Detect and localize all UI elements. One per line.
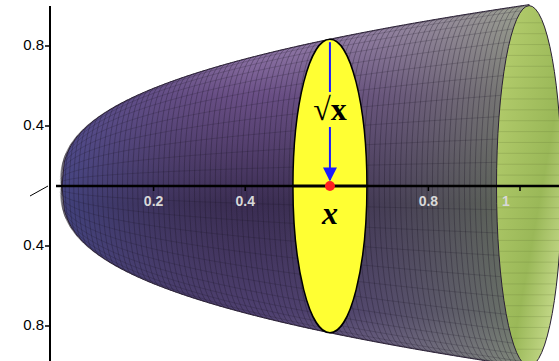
mesh-line — [60, 117, 499, 186]
cap-mesh — [515, 349, 543, 350]
mesh-line — [61, 76, 503, 186]
cap-mesh — [497, 229, 559, 230]
vertical-axis — [49, 6, 51, 361]
cap-mesh — [501, 98, 558, 99]
mesh-line — [62, 186, 517, 354]
axis-mark — [30, 186, 48, 196]
cap-mesh — [503, 77, 555, 78]
axis-tick: 1 — [502, 194, 510, 209]
cap-mesh — [507, 55, 552, 56]
cap-mesh — [501, 273, 558, 274]
cap-mesh — [511, 338, 546, 339]
cap-mesh — [497, 218, 559, 219]
mesh-line — [60, 186, 498, 233]
tick-mark — [45, 245, 50, 247]
mesh-line — [62, 186, 513, 343]
mesh-line — [62, 29, 513, 186]
mesh-line — [60, 139, 498, 186]
tick-mark — [153, 186, 155, 191]
axis-tick: 0.4 — [23, 237, 44, 254]
end-cap — [497, 6, 559, 361]
cross-section — [293, 39, 367, 333]
cap-mesh — [499, 120, 559, 121]
axis-tick: 0.4 — [235, 194, 254, 209]
cap-mesh — [497, 142, 559, 143]
tick-mark — [45, 125, 50, 127]
surface-outline — [62, 5, 529, 361]
cap-mesh — [503, 294, 555, 295]
cap-mesh — [500, 262, 559, 263]
cap-mesh — [502, 283, 557, 284]
mesh-line — [60, 186, 499, 255]
cross-section-disk — [293, 39, 367, 333]
center-point — [325, 181, 335, 191]
cap-mesh — [498, 240, 559, 241]
cap-mesh — [505, 66, 554, 67]
mesh-line — [62, 186, 510, 330]
cap-mesh — [505, 305, 554, 306]
tick-mark — [428, 186, 430, 191]
cap-mesh — [497, 164, 559, 165]
cap-mesh — [499, 251, 559, 252]
cap-mesh — [500, 109, 559, 110]
axis-tick: 0.8 — [419, 194, 438, 209]
mesh-line — [61, 95, 501, 186]
horizontal-axis — [56, 185, 559, 188]
mesh-line — [62, 18, 517, 186]
tick-mark — [45, 325, 50, 327]
radius-label: √x — [311, 92, 349, 127]
cap-mesh — [497, 153, 559, 154]
mesh-line — [60, 186, 497, 210]
surface-shade — [62, 5, 529, 361]
mesh-line — [61, 186, 506, 314]
tick-mark — [244, 186, 246, 191]
axis-tick: 0.8 — [23, 37, 44, 54]
axis-tick: 0.8 — [23, 317, 44, 334]
mesh-line — [61, 58, 506, 186]
axes — [30, 6, 559, 361]
mesh-line — [61, 186, 503, 296]
surface-body — [62, 5, 529, 361]
surface — [60, 5, 559, 361]
position-label: x — [320, 196, 340, 231]
mesh-line — [61, 186, 501, 277]
cap-mesh — [507, 316, 552, 317]
tick-mark — [45, 45, 50, 47]
cap-mesh — [502, 88, 557, 89]
axis-tick: 0.4 — [23, 117, 44, 134]
mesh-line — [62, 42, 510, 186]
cap-mesh — [509, 44, 550, 45]
cap-mesh — [515, 22, 543, 23]
cap-mesh — [509, 327, 550, 328]
mesh-line — [60, 162, 497, 186]
tick-mark — [519, 186, 521, 191]
cap-mesh — [497, 175, 559, 176]
axis-tick: 0.2 — [144, 194, 163, 209]
cap-mesh — [511, 33, 546, 34]
cap-mesh — [498, 131, 559, 132]
